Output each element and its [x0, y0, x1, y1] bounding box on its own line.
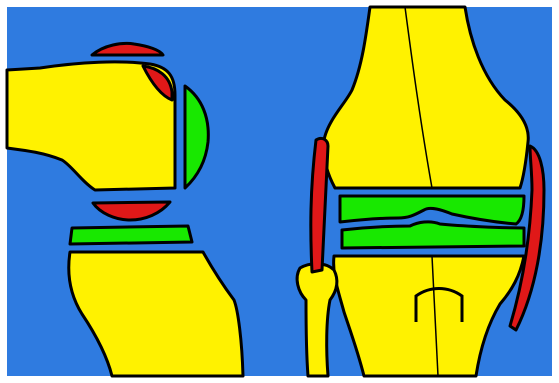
meniscus-side-green	[70, 226, 192, 244]
